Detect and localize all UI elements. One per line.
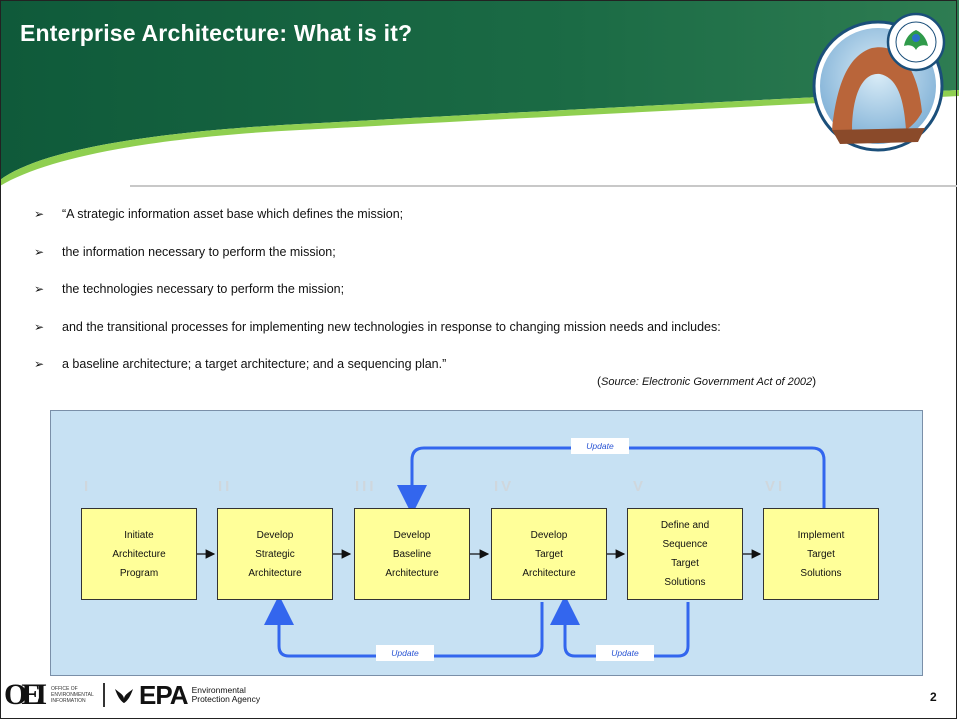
bullet-item: ➢ a baseline architecture; a target archi… [34,357,446,371]
bullet-item: ➢ the technologies necessary to perform t… [34,282,344,296]
header-band [0,0,959,186]
phase-box-target: Develop Target Architecture [491,508,607,600]
bullet-item: ➢ and the transitional processes for impl… [34,320,721,334]
phase-box-implement: Implement Target Solutions [763,508,879,600]
phase-numeral: IV [494,478,515,495]
phase-box-baseline: Develop Baseline Architecture [354,508,470,600]
phase-numeral: V [633,478,647,495]
phase-numeral: I [84,478,92,495]
slide-title: Enterprise Architecture: What is it? [20,20,413,46]
bullet-arrow-icon: ➢ [34,245,45,259]
phase-box-initiate: Initiate Architecture Program [81,508,197,600]
update-label: Update [571,438,629,454]
title-divider [130,185,957,187]
update-label: Update [376,645,434,661]
bullet-item: ➢ “A strategic information asset base whi… [34,207,403,221]
phase-numeral: II [218,478,233,495]
phase-box-sequence: Define and Sequence Target Solutions [627,508,743,600]
phase-box-strategic: Develop Strategic Architecture [217,508,333,600]
epa-logo-text: Environmental Protection Agency [191,685,261,704]
source-citation: (Source: Electronic Government Act of 20… [597,374,817,388]
oei-logo-text: OFFICE OF ENVIRONMENTAL INFORMATION [51,686,94,704]
phase-numeral: VI [765,478,786,495]
bullet-text: the information necessary to perform the… [62,245,336,259]
page-number: 2 [930,690,937,704]
bullet-text: a baseline architecture; a target archit… [62,357,447,371]
footer-logos: OEI OFFICE OF ENVIRONMENTAL INFORMATION … [4,678,282,711]
bullet-arrow-icon: ➢ [34,320,45,334]
epa-logo: EPA [139,679,189,710]
bullet-text: and the transitional processes for imple… [62,320,721,334]
bullet-arrow-icon: ➢ [34,282,45,296]
epa-flower-icon [115,689,134,703]
oei-logo: OEI [4,678,47,711]
source-text: Source: Electronic Government Act of 200… [601,376,813,388]
bullet-item: ➢ the information necessary to perform th… [34,245,336,259]
bullet-text: the technologies necessary to perform th… [62,282,345,296]
phase-numeral: III [355,478,377,495]
update-label: Update [596,645,654,661]
bullet-text: “A strategic information asset base whic… [62,207,404,221]
bullet-arrow-icon: ➢ [34,207,45,221]
bullet-arrow-icon: ➢ [34,357,45,371]
epa-seal-logo [886,12,946,72]
logo-divider [103,683,106,707]
